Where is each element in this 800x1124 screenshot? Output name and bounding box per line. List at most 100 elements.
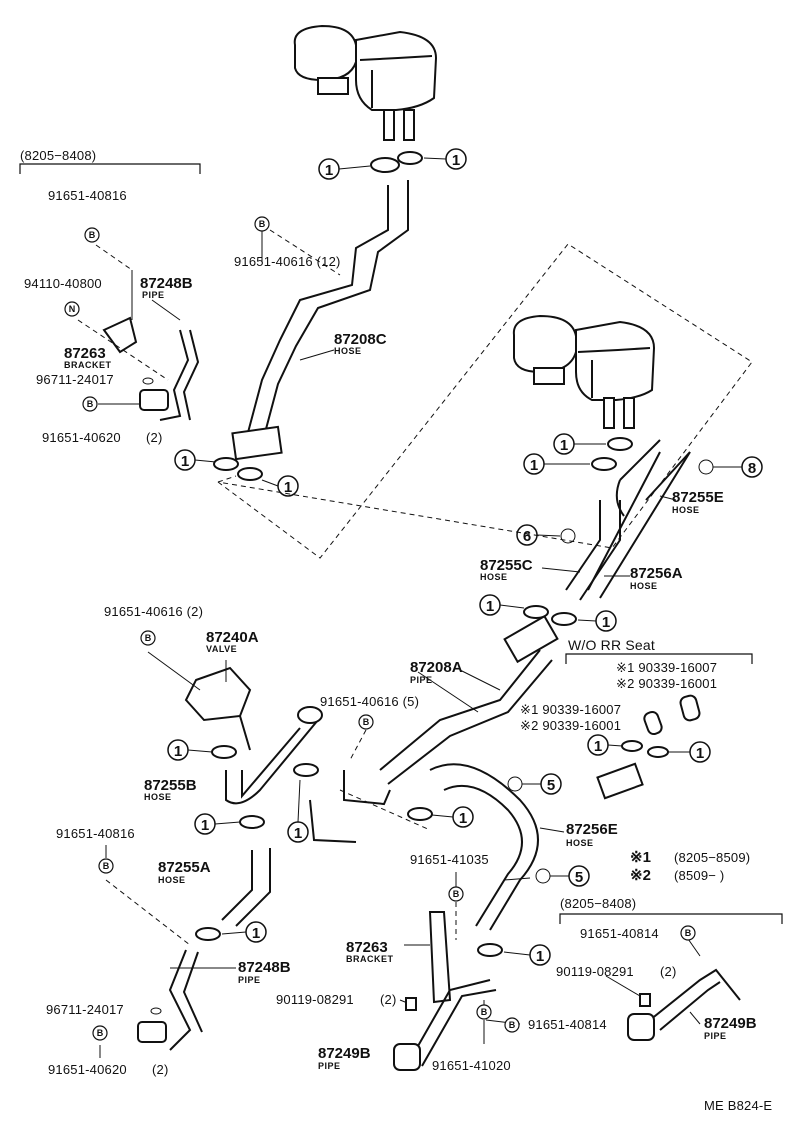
svg-text:B: B	[363, 717, 370, 727]
footnote-range: (8205−8509)	[674, 850, 750, 865]
bracket-87263-bottom	[428, 911, 452, 1004]
hose-assembly-87208C	[231, 180, 409, 461]
marker-b: B	[448, 886, 464, 902]
alt-part-label: ※2 90339-16001	[520, 718, 621, 733]
part-type-label: PIPE	[318, 1061, 341, 1071]
part-number-label: 91651-40814	[528, 1017, 607, 1032]
clamp-marker-1: 1	[237, 467, 299, 497]
part-type-label: BRACKET	[64, 360, 112, 370]
svg-text:B: B	[103, 861, 110, 871]
clamp-marker-1: 1	[647, 741, 711, 763]
svg-text:1: 1	[486, 598, 494, 615]
hose-87256E	[429, 763, 539, 931]
part-number-label: 87255E	[672, 489, 724, 506]
clamp-marker-1: 1	[194, 813, 265, 835]
marker-b: B	[98, 858, 114, 874]
part-number-label: 91651-40616 (2)	[104, 604, 203, 619]
valve-87240A	[184, 666, 252, 751]
marker-n: N	[64, 301, 80, 317]
svg-text:B: B	[97, 1028, 104, 1038]
part-type-label: HOSE	[158, 875, 186, 885]
part-number-label: 91651-41035	[410, 852, 489, 867]
marker-b: B	[680, 925, 696, 941]
marker-b: B	[476, 1004, 492, 1020]
part-number-label: 87255A	[158, 859, 211, 876]
svg-text:1: 1	[452, 152, 460, 169]
part-number-label: 91651-40620	[42, 430, 121, 445]
clamp-marker-1: 1	[551, 610, 617, 632]
svg-text:N: N	[69, 304, 76, 314]
svg-text:5: 5	[575, 869, 583, 886]
rear-heater-unit	[512, 314, 656, 429]
marker-b: B	[358, 714, 374, 730]
part-number-label: 87256E	[566, 821, 618, 838]
clamp-marker-1: 1	[523, 453, 617, 475]
region-outline	[217, 243, 753, 559]
svg-text:1: 1	[294, 825, 302, 842]
part-type-label: PIPE	[238, 975, 261, 985]
part-number-label: 87249B	[704, 1015, 757, 1032]
svg-text:B: B	[145, 633, 152, 643]
part-number-label: 96711-24017	[46, 1002, 124, 1017]
svg-text:1: 1	[181, 453, 189, 470]
part-number-label: 87208A	[410, 659, 463, 676]
clamp-marker-1: 1	[318, 157, 400, 180]
quantity-label: (2)	[660, 964, 677, 979]
hoses-87255C-87256A	[565, 451, 691, 601]
part-type-label: HOSE	[334, 346, 362, 356]
pipe-87248B-bottom	[137, 949, 203, 1051]
alt-part-label: ※1 90339-16007	[616, 660, 717, 675]
svg-text:1: 1	[174, 743, 182, 760]
clamp-marker-1: 1	[397, 148, 467, 170]
clamp-marker-1: 1	[167, 739, 237, 761]
clamp-marker-1: 1	[479, 594, 549, 619]
svg-text:B: B	[481, 1007, 488, 1017]
bracket-pipe-center	[309, 770, 391, 843]
part-number-label: 87255C	[480, 557, 533, 574]
hose-87255E	[615, 439, 691, 517]
part-number-label: 87208C	[334, 331, 387, 348]
pipe-87208A	[379, 614, 559, 785]
svg-text:6: 6	[523, 528, 531, 545]
svg-text:1: 1	[284, 479, 292, 496]
footnote-marker: ※2	[630, 867, 651, 884]
svg-text:B: B	[87, 399, 94, 409]
svg-text:B: B	[453, 889, 460, 899]
part-number-label: 91651-40616 (12)	[234, 254, 341, 269]
part-number-label: 91651-40816	[56, 826, 135, 841]
part-type-label: PIPE	[142, 290, 165, 300]
part-number-label: 87248B	[140, 275, 193, 292]
svg-text:1: 1	[252, 925, 260, 942]
date-range-label: (8205−8408)	[20, 148, 96, 163]
part-type-label: HOSE	[480, 572, 508, 582]
part-number-label: 87248B	[238, 959, 291, 976]
part-number-label: 91651-40616 (5)	[320, 694, 419, 709]
alt-part-label: ※1 90339-16007	[520, 702, 621, 717]
front-heater-unit	[293, 24, 438, 141]
part-type-label: HOSE	[630, 581, 658, 591]
part-number-label: 87256A	[630, 565, 683, 582]
svg-text:1: 1	[459, 810, 467, 827]
part-type-label: HOSE	[566, 838, 594, 848]
part-type-label: BRACKET	[346, 954, 394, 964]
part-number-label: 94110-40800	[24, 276, 102, 291]
footnote-range: (8509− )	[674, 868, 724, 883]
alt-part-label: ※2 90339-16001	[616, 676, 717, 691]
marker-b: B	[254, 216, 270, 232]
svg-text:1: 1	[536, 948, 544, 965]
part-number-label: 91651-41020	[432, 1058, 511, 1073]
marker-b: B	[84, 227, 100, 243]
part-number-label: 91651-40814	[580, 926, 659, 941]
svg-text:5: 5	[547, 777, 555, 794]
part-number-label: 90119-08291	[276, 992, 354, 1007]
svg-text:B: B	[259, 219, 266, 229]
reference-code: ME B824-E	[704, 1098, 772, 1113]
part-type-label: PIPE	[704, 1031, 727, 1041]
quantity-label: (2)	[152, 1062, 169, 1077]
part-number-label: 87263	[64, 345, 106, 362]
marker-b: B	[504, 1017, 520, 1033]
svg-text:B: B	[685, 928, 692, 938]
part-type-label: HOSE	[672, 505, 700, 515]
hose-87255A	[221, 848, 271, 927]
